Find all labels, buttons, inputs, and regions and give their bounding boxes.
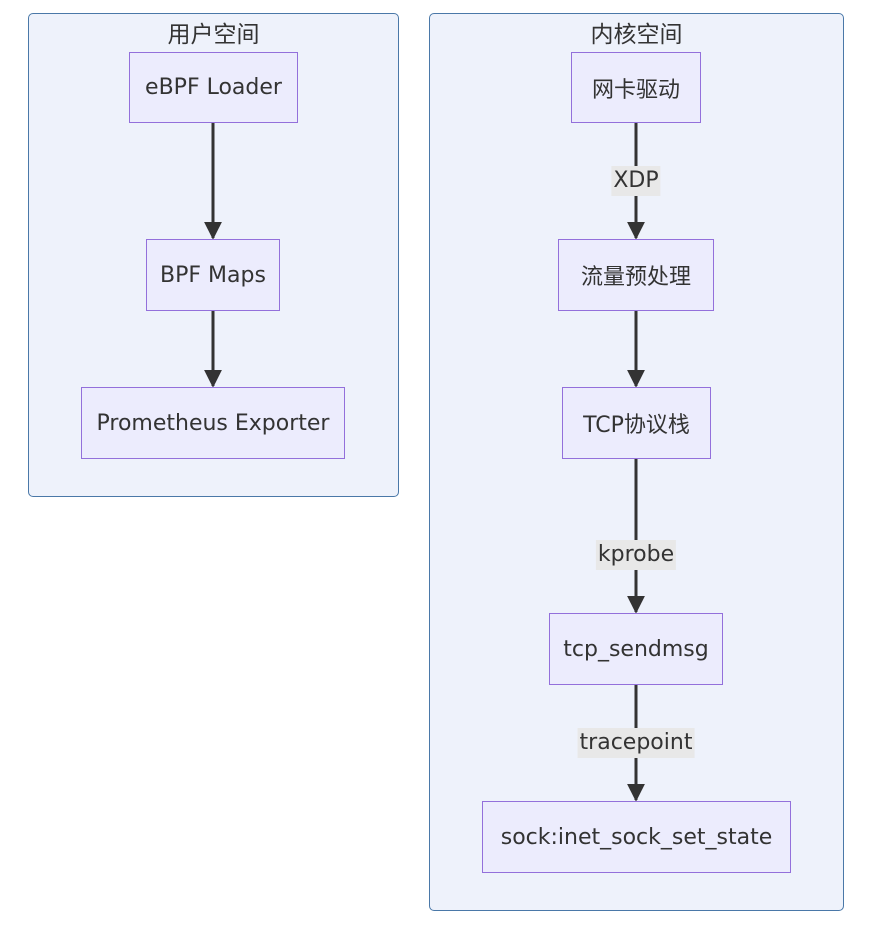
edge-label-tracepoint: tracepoint bbox=[577, 728, 695, 758]
node-traffic-preprocess[interactable]: 流量预处理 bbox=[558, 239, 714, 311]
kernel-space-title: 内核空间 bbox=[590, 22, 683, 48]
node-tcp-sendmsg[interactable]: tcp_sendmsg bbox=[549, 613, 723, 685]
node-prometheus-exporter[interactable]: Prometheus Exporter bbox=[81, 387, 345, 459]
node-ebpf-loader[interactable]: eBPF Loader bbox=[129, 52, 298, 123]
edge-label-xdp: XDP bbox=[611, 166, 661, 196]
node-tcp-stack[interactable]: TCP协议栈 bbox=[562, 387, 711, 459]
edge-label-kprobe: kprobe bbox=[595, 540, 677, 570]
node-bpf-maps[interactable]: BPF Maps bbox=[146, 239, 280, 311]
user-space-title: 用户空间 bbox=[167, 22, 260, 48]
node-nic-driver[interactable]: 网卡驱动 bbox=[571, 52, 701, 123]
node-inet-sock-set-state[interactable]: sock:inet_sock_set_state bbox=[482, 801, 791, 873]
